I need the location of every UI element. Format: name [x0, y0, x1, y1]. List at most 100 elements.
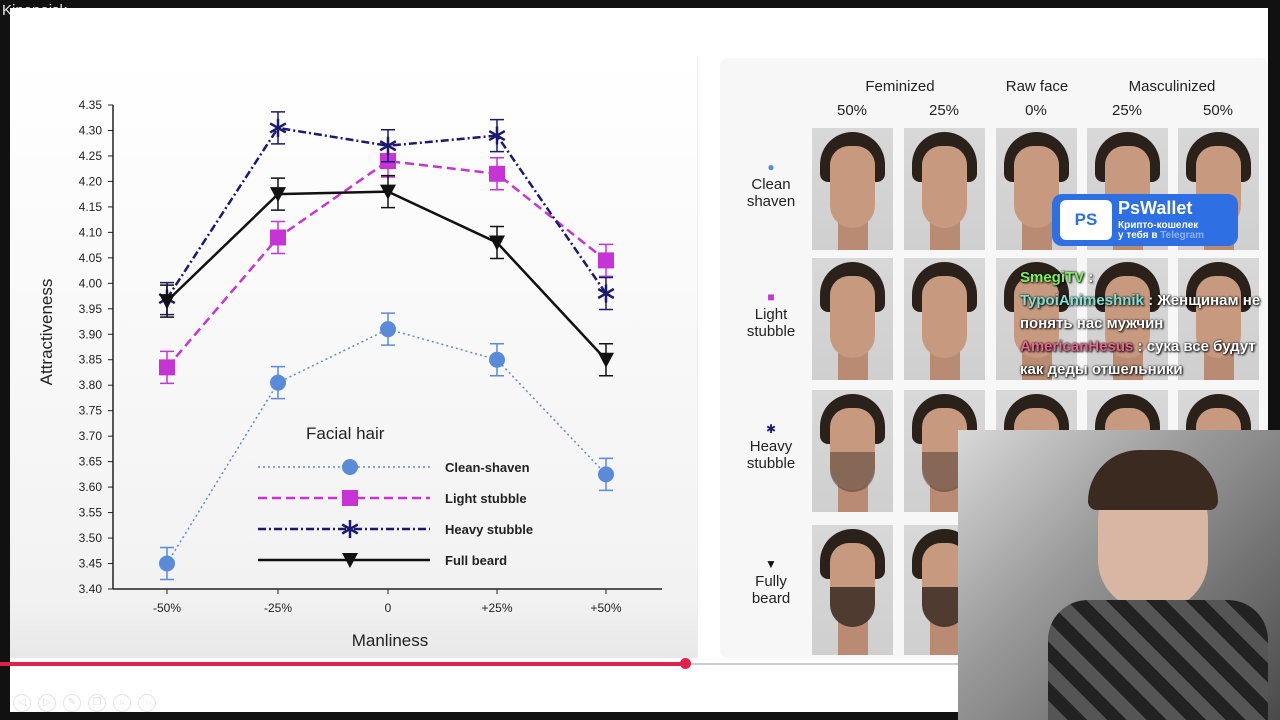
row-label: ●Clean shaven	[746, 160, 796, 210]
y-tick-label: 3.65	[79, 455, 103, 469]
y-tick-label: 4.25	[79, 149, 103, 163]
face-image	[904, 258, 985, 380]
y-tick-label: 4.35	[79, 98, 103, 112]
chat-username: SmegiTV	[1020, 269, 1085, 286]
ps-logo: PS	[1060, 200, 1112, 240]
ad-title: PsWallet	[1118, 198, 1193, 218]
y-tick-label: 3.55	[79, 506, 103, 520]
row-marker-icon: ■	[767, 290, 775, 304]
x-tick-label: -25%	[264, 601, 292, 615]
marker-triangle	[270, 187, 286, 203]
marker-asterisk	[597, 284, 615, 303]
row-marker-icon: ▼	[765, 557, 777, 571]
y-tick-label: 3.90	[79, 327, 103, 341]
chat-message: AmericanHesus : сука все будут как деды …	[1020, 338, 1256, 378]
y-tick-label: 3.50	[79, 531, 103, 545]
marker-triangle	[159, 294, 175, 310]
marker-square	[270, 229, 286, 246]
series-line	[166, 159, 607, 369]
marker-asterisk	[341, 520, 359, 538]
chat-message: TypoiAnimeshnik : Женщинам не понять нас…	[1020, 292, 1261, 332]
y-tick-label: 4.20	[79, 174, 103, 188]
x-tick-label: 0	[385, 601, 392, 615]
marker-square	[159, 359, 175, 376]
face-image	[904, 128, 985, 250]
next-icon[interactable]: ▷	[38, 694, 56, 712]
marker-circle	[159, 555, 175, 572]
marker-square	[598, 252, 614, 269]
ad-line2-accent: Telegram	[1160, 230, 1204, 241]
marker-triangle	[598, 352, 614, 368]
marker-asterisk	[269, 118, 287, 137]
series-light-stubble	[159, 144, 614, 385]
legend-label: Heavy stubble	[445, 522, 533, 537]
legend-label: Light stubble	[445, 491, 527, 506]
marker-asterisk	[488, 126, 506, 145]
column-header: 25%	[928, 102, 960, 119]
ad-line2: у тебя в	[1118, 230, 1158, 241]
attractiveness-chart: 3.403.453.503.553.603.653.703.753.803.85…	[37, 98, 662, 650]
column-header: 25%	[1111, 102, 1143, 119]
window-title: Kinopoisk	[2, 2, 68, 19]
pen-icon[interactable]: ✎	[63, 694, 81, 712]
row-label: ■Light stubble	[746, 290, 796, 340]
marker-circle	[342, 459, 358, 475]
y-tick-label: 3.70	[79, 429, 103, 443]
y-tick-label: 4.05	[79, 251, 103, 265]
x-tick-label: +25%	[481, 601, 512, 615]
marker-circle	[270, 374, 286, 391]
chat-text: Женщинам не понять нас мужчин	[1020, 292, 1261, 332]
column-header: 50%	[836, 102, 868, 119]
row-label: ✱Heavy stubble	[746, 422, 796, 472]
y-tick-label: 4.00	[79, 276, 103, 290]
row-marker-icon: ●	[767, 160, 775, 174]
progress-knob[interactable]	[680, 658, 691, 669]
marker-circle	[489, 351, 505, 368]
marker-triangle	[489, 235, 505, 251]
chat-username: AmericanHesus	[1020, 338, 1134, 355]
streamer-shirt	[1048, 600, 1268, 720]
face-image	[812, 525, 893, 655]
progress-track[interactable]	[685, 663, 958, 665]
group-header: Masculinized	[1128, 78, 1216, 95]
y-tick-label: 4.15	[79, 200, 103, 214]
legend-title: Facial hair	[306, 424, 385, 443]
y-tick-label: 3.95	[79, 302, 103, 316]
y-tick-label: 3.80	[79, 378, 103, 392]
ad-line1: Крипто-кошелек	[1118, 220, 1199, 231]
prev-icon[interactable]: ◁	[13, 694, 31, 712]
marker-circle	[380, 321, 396, 338]
marker-square	[342, 490, 358, 506]
copy-icon[interactable]: ❐	[88, 694, 106, 712]
face-image	[1087, 258, 1168, 380]
face-image	[812, 128, 893, 250]
x-tick-label: -50%	[153, 601, 181, 615]
y-axis-label: Attractiveness	[37, 279, 56, 386]
group-header: Raw face	[1005, 78, 1069, 95]
series-line	[166, 328, 607, 564]
face-image	[1178, 258, 1259, 380]
zoom-icon[interactable]: ⌕	[113, 694, 131, 712]
legend-label: Full beard	[445, 553, 507, 568]
marker-square	[489, 165, 505, 182]
column-header: 0%	[1025, 102, 1047, 119]
chat-text: сука все будут как деды отшельники	[1020, 338, 1256, 378]
series-clean-shaven	[159, 312, 614, 581]
chat-overlay: SmegiTV : TypoiAnimeshnik : Женщинам не …	[1020, 266, 1270, 381]
chat-username: TypoiAnimeshnik	[1020, 292, 1144, 309]
x-axis-label: Manliness	[352, 631, 429, 650]
progress-bar[interactable]	[0, 662, 685, 666]
more-icon[interactable]: ⋯	[138, 694, 156, 712]
face-image	[812, 390, 893, 512]
y-tick-label: 3.40	[79, 582, 103, 596]
face-image	[996, 258, 1077, 380]
group-header: Feminized	[865, 78, 935, 95]
y-tick-label: 4.30	[79, 123, 103, 137]
face-image	[996, 128, 1077, 250]
row-marker-icon: ✱	[765, 422, 777, 436]
chat-message: SmegiTV :	[1020, 269, 1094, 286]
row-label: ▼Fully beard	[751, 557, 791, 607]
y-tick-label: 3.75	[79, 404, 103, 418]
face-image	[812, 258, 893, 380]
